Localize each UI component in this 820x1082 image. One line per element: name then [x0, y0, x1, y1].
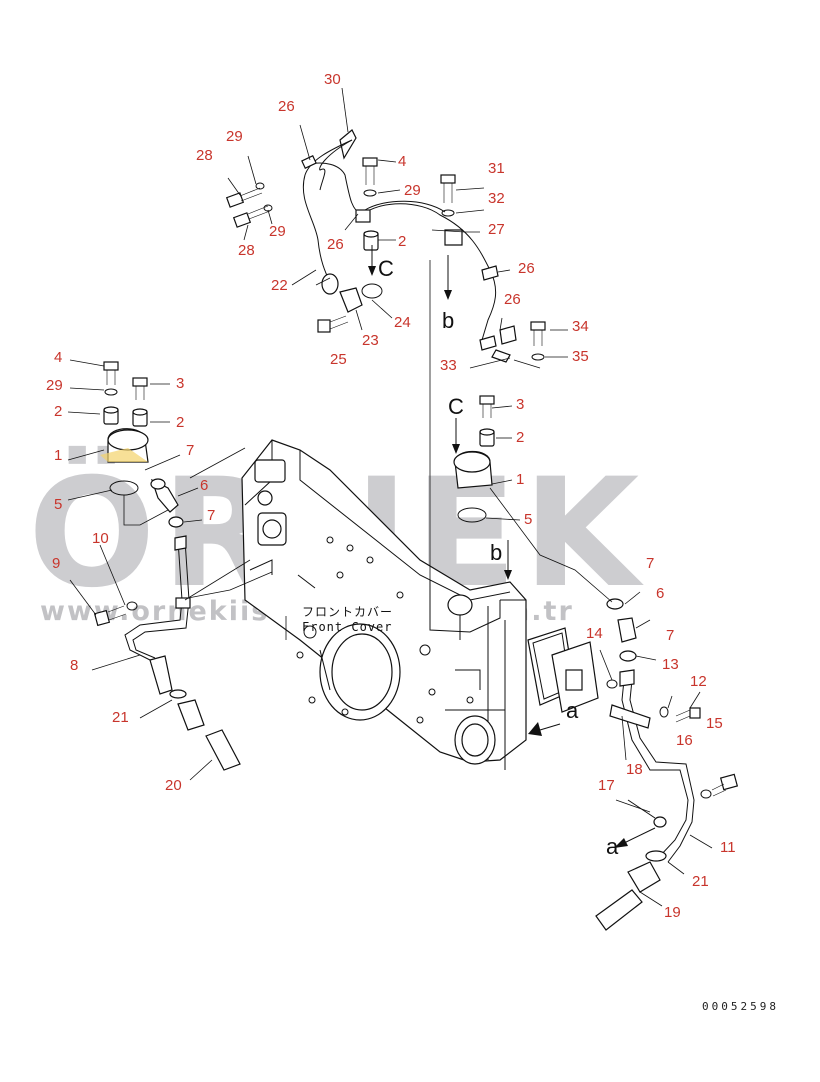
part-label: 26 [518, 260, 535, 277]
part-label: 12 [690, 673, 707, 690]
part-label: 31 [488, 160, 505, 177]
front-cover-en-label: Front Cover [302, 620, 392, 634]
part-label: 15 [706, 715, 723, 732]
part-label: 27 [488, 221, 505, 238]
view-letters: C b C b a a [378, 256, 619, 859]
part-label: 29 [404, 182, 421, 199]
part-label: 32 [488, 190, 505, 207]
part-label: 7 [186, 442, 194, 459]
part-label: 6 [656, 585, 664, 602]
sensor-harness [225, 87, 568, 369]
part-label: 29 [46, 377, 63, 394]
part-label: 19 [664, 904, 681, 921]
part-label: 7 [666, 627, 674, 644]
part-label: 20 [165, 777, 182, 794]
front-cover-caption: フロントカバー Front Cover [285, 605, 393, 640]
part-labels: 30 26 29 28 29 28 22 26 4 29 2 24 23 25 … [46, 71, 736, 921]
part-label: 6 [200, 477, 208, 494]
view-letter-a-housing: a [566, 698, 579, 723]
part-label: 2 [516, 429, 524, 446]
part-label: 30 [324, 71, 341, 88]
part-label: 22 [271, 277, 288, 294]
part-label: 2 [54, 403, 62, 420]
part-label: 5 [524, 511, 532, 528]
part-label: 35 [572, 348, 589, 365]
part-label: 8 [70, 657, 78, 674]
part-label: 5 [54, 496, 62, 513]
part-label: 2 [398, 233, 406, 250]
part-label: 11 [720, 839, 736, 856]
part-label: 16 [676, 732, 693, 749]
part-label: 23 [362, 332, 379, 349]
view-letter-a-pipe: a [606, 834, 619, 859]
part-label: 21 [692, 873, 709, 890]
part-label: 4 [54, 349, 62, 366]
part-label: 33 [440, 357, 457, 374]
right-breather-assembly [452, 395, 739, 931]
part-label: 18 [626, 761, 643, 778]
part-label: 3 [516, 396, 524, 413]
part-label: 26 [278, 98, 295, 115]
part-label: 1 [516, 471, 524, 488]
view-letter-c-top: C [378, 256, 394, 281]
part-label: 26 [327, 236, 344, 253]
left-breather-assembly [67, 359, 273, 781]
part-label: 1 [54, 447, 62, 464]
part-label: 24 [394, 314, 411, 331]
view-letter-b-right: b [490, 540, 502, 565]
part-label: 29 [269, 223, 286, 240]
part-label: 7 [646, 555, 654, 572]
front-cover-jp-label: フロントカバー [302, 605, 393, 619]
view-letter-c-right: C [448, 394, 464, 419]
part-label: 21 [112, 709, 129, 726]
part-label: 10 [92, 530, 109, 547]
part-label: 4 [398, 153, 406, 170]
part-label: 7 [207, 507, 215, 524]
part-label: 26 [504, 291, 521, 308]
cover-plate [527, 627, 599, 713]
part-label: 25 [330, 351, 347, 368]
part-label: 28 [196, 147, 213, 164]
part-label: 2 [176, 414, 184, 431]
part-label: 14 [586, 625, 603, 642]
drawing-code: 00052598 [702, 1000, 779, 1013]
part-label: 28 [238, 242, 255, 259]
part-label: 9 [52, 555, 60, 572]
part-label: 29 [226, 128, 243, 145]
view-letter-b-top: b [442, 308, 454, 333]
part-label: 3 [176, 375, 184, 392]
part-label: 17 [598, 777, 615, 794]
part-label: 34 [572, 318, 589, 335]
part-label: 13 [662, 656, 679, 673]
front-cover-housing [241, 260, 527, 770]
